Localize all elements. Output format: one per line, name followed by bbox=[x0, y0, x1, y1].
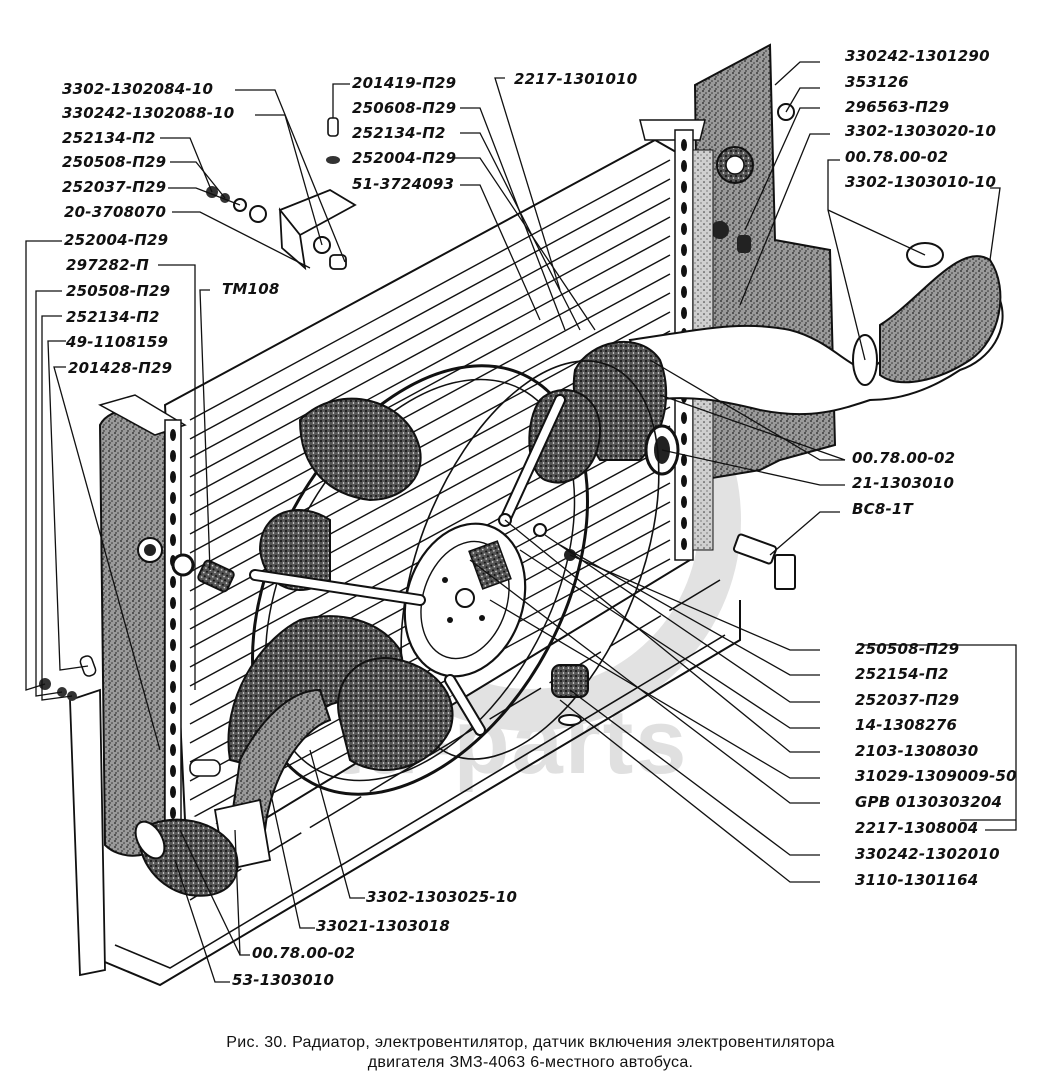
part-label[interactable]: 2217-1308004 bbox=[855, 819, 979, 837]
part-label[interactable]: 2217-1301010 bbox=[514, 70, 638, 88]
tank-hole bbox=[170, 639, 176, 651]
tank-hole bbox=[681, 454, 687, 466]
tank-hole bbox=[170, 429, 176, 441]
tank-hole bbox=[170, 576, 176, 588]
left-tank bbox=[39, 394, 195, 977]
tank-hole bbox=[681, 202, 687, 214]
part-label[interactable]: 3302-1303020-10 bbox=[845, 122, 997, 140]
tank-hole bbox=[170, 534, 176, 546]
part-label[interactable]: 252037-П29 bbox=[62, 178, 167, 196]
tank-hole bbox=[170, 450, 176, 462]
part-label[interactable]: 21-1303010 bbox=[852, 474, 955, 492]
tank-hole bbox=[170, 723, 176, 735]
part-label[interactable]: 250508-П29 bbox=[855, 640, 960, 658]
rubber-mount bbox=[551, 664, 589, 726]
tank-hole bbox=[681, 181, 687, 193]
part-label[interactable]: 250508-П29 bbox=[66, 282, 171, 300]
drain-tap bbox=[732, 533, 796, 590]
part-label[interactable]: 49-1108159 bbox=[66, 333, 169, 351]
tank-hole bbox=[170, 765, 176, 777]
tank-hole bbox=[170, 492, 176, 504]
upper-bracket bbox=[206, 117, 357, 271]
tank-hole bbox=[170, 807, 176, 819]
part-label[interactable]: 00.78.00-02 bbox=[852, 449, 956, 467]
part-label[interactable]: 53-1303010 bbox=[232, 971, 335, 989]
tank-hole bbox=[681, 538, 687, 550]
tank-hole bbox=[681, 160, 687, 172]
radiator-fin bbox=[189, 197, 671, 459]
tank-hole bbox=[681, 433, 687, 445]
radiator-fin bbox=[189, 178, 671, 440]
tank-hole bbox=[170, 618, 176, 630]
tank-hole bbox=[681, 412, 687, 424]
part-label[interactable]: 201428-П29 bbox=[68, 359, 173, 377]
part-label[interactable]: 31029-1309009-50 bbox=[855, 767, 1017, 785]
part-label[interactable]: 252004-П29 bbox=[352, 149, 457, 167]
radiator-fin bbox=[189, 216, 671, 478]
tank-hole bbox=[170, 681, 176, 693]
part-label[interactable]: 00.78.00-02 bbox=[845, 148, 949, 166]
tank-hole bbox=[170, 660, 176, 672]
part-label[interactable]: 51-3724093 bbox=[352, 175, 455, 193]
part-label[interactable]: 252134-П2 bbox=[62, 129, 156, 147]
part-label[interactable]: 33021-1303018 bbox=[316, 917, 451, 935]
fan-motor bbox=[249, 394, 576, 736]
part-label[interactable]: 252134-П2 bbox=[352, 124, 446, 142]
tank-hole bbox=[681, 265, 687, 277]
part-label[interactable]: 297282-П bbox=[66, 256, 150, 274]
radiator-fin bbox=[189, 159, 671, 421]
tank-hole bbox=[681, 139, 687, 151]
tank-hole bbox=[681, 496, 687, 508]
temperature-sensor bbox=[197, 559, 235, 593]
radiator-fin bbox=[189, 254, 671, 516]
part-label[interactable]: 00.78.00-02 bbox=[252, 944, 356, 962]
part-label[interactable]: 353126 bbox=[845, 73, 909, 91]
part-label[interactable]: 3302-1303025-10 bbox=[366, 888, 518, 906]
part-label[interactable]: 250608-П29 bbox=[352, 99, 457, 117]
part-label[interactable]: 20-3708070 bbox=[64, 203, 167, 221]
tank-hole bbox=[681, 244, 687, 256]
tank-hole bbox=[170, 702, 176, 714]
part-label[interactable]: 201419-П29 bbox=[352, 74, 457, 92]
radiator-fin bbox=[189, 292, 671, 554]
part-label[interactable]: 2103-1308030 bbox=[855, 742, 979, 760]
part-label[interactable]: 3302-1303010-10 bbox=[845, 173, 997, 191]
lower-hose bbox=[134, 688, 332, 897]
part-label[interactable]: 250508-П29 bbox=[62, 153, 167, 171]
tank-hole bbox=[681, 307, 687, 319]
tank-hole bbox=[681, 475, 687, 487]
part-label[interactable]: 330242-1302010 bbox=[855, 845, 1000, 863]
part-label[interactable]: 3302-1302084-10 bbox=[62, 80, 214, 98]
radiator-fin bbox=[189, 235, 671, 497]
leader-lines bbox=[25, 61, 1017, 983]
part-label[interactable]: 252134-П2 bbox=[66, 308, 160, 326]
figure-caption-line-1: Рис. 30. Радиатор, электровентилятор, да… bbox=[226, 1034, 835, 1051]
part-label[interactable]: 330242-1301290 bbox=[845, 47, 990, 65]
figure-caption-line-2: двигателя ЗМЗ-4063 6-местного автобуса. bbox=[367, 1054, 694, 1071]
part-label[interactable]: 252037-П29 bbox=[855, 691, 960, 709]
radiator-fin bbox=[189, 273, 671, 535]
tank-hole bbox=[170, 786, 176, 798]
tank-hole bbox=[170, 597, 176, 609]
tank-hole bbox=[681, 286, 687, 298]
tank-hole bbox=[681, 223, 687, 235]
part-label[interactable]: 330242-1302088-10 bbox=[62, 104, 235, 122]
tank-hole bbox=[681, 517, 687, 529]
part-label[interactable]: 3110-1301164 bbox=[855, 871, 979, 889]
part-label[interactable]: 14-1308276 bbox=[855, 716, 958, 734]
part-label[interactable]: 296563-П29 bbox=[845, 98, 950, 116]
tank-hole bbox=[170, 513, 176, 525]
part-label[interactable]: ВС8-1Т bbox=[852, 500, 913, 518]
part-label[interactable]: 252154-П2 bbox=[855, 665, 949, 683]
part-label[interactable]: GPB 0130303204 bbox=[855, 793, 1003, 811]
part-label[interactable]: ТМ108 bbox=[222, 280, 280, 298]
tank-hole bbox=[170, 471, 176, 483]
part-label[interactable]: 252004-П29 bbox=[64, 231, 169, 249]
tank-hole bbox=[170, 744, 176, 756]
